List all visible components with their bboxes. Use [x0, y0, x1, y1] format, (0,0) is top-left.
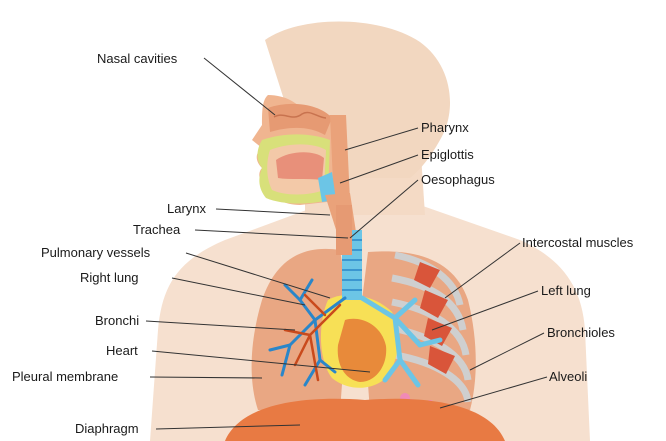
label-bronchi: Bronchi: [95, 313, 139, 328]
label-left-lung: Left lung: [541, 283, 591, 298]
label-pharynx: Pharynx: [421, 120, 469, 135]
oesophagus-shape: [336, 205, 352, 255]
label-larynx: Larynx: [167, 201, 207, 216]
label-pleural-membrane: Pleural membrane: [12, 369, 118, 384]
tongue: [276, 152, 324, 180]
label-nasal-cavities: Nasal cavities: [97, 51, 178, 66]
label-heart: Heart: [106, 343, 138, 358]
label-oesophagus: Oesophagus: [421, 172, 495, 187]
label-pulmonary-vessels: Pulmonary vessels: [41, 245, 151, 260]
label-bronchioles: Bronchioles: [547, 325, 615, 340]
label-epiglottis: Epiglottis: [421, 147, 474, 162]
label-alveoli: Alveoli: [549, 369, 587, 384]
label-right-lung: Right lung: [80, 270, 139, 285]
label-diaphragm: Diaphragm: [75, 421, 139, 436]
label-intercostal-muscles: Intercostal muscles: [522, 235, 634, 250]
label-trachea: Trachea: [133, 222, 181, 237]
